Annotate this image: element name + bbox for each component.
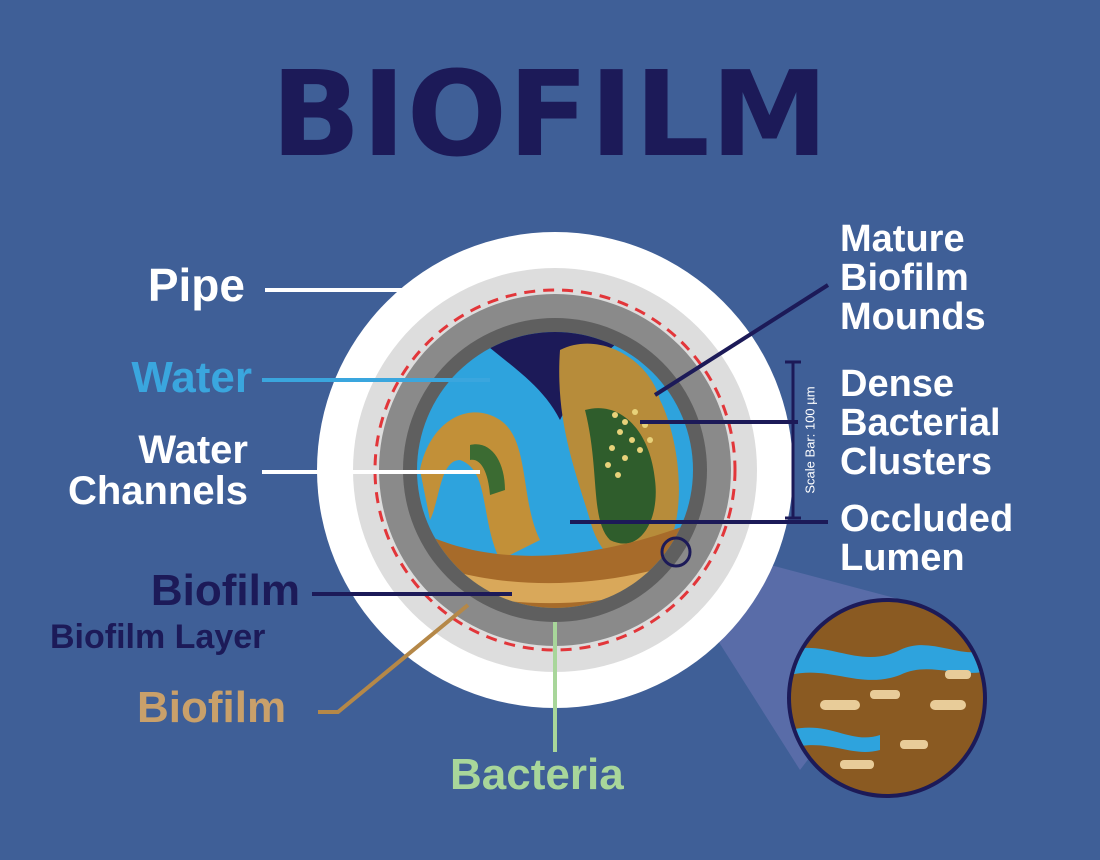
leader-biofilm-tan [318,603,470,714]
label-dense-line2: Bacterial [840,401,1001,444]
label-bacteria: Bacteria [450,750,624,799]
zoom-inset-contents [791,602,983,794]
zoom-indicator-circle [660,536,692,568]
label-occluded-lumen: Occluded Lumen [840,500,1013,578]
label-mature-line1: Mature [840,218,965,260]
label-water-channels-line2: Channels [67,468,248,513]
label-mature-biofilm-mounds: Mature Biofilm Mounds [840,220,986,336]
label-occluded-line1: Occluded [840,498,1014,540]
label-water: Water [131,353,252,402]
label-water-channels-line1: Water [138,428,248,472]
label-biofilm-navy: Biofilm [150,566,300,615]
label-mature-line3: Mounds [840,295,986,338]
label-dense-bacterial-clusters: Dense Bacterial Clusters [840,365,1001,481]
label-occluded-line2: Lumen [840,536,965,579]
arch-inner-green [470,444,505,495]
label-dense-line1: Dense [840,363,955,405]
dashed-boundary [373,288,737,652]
scale-bar-label: Scale Bar: 100 µm [802,386,818,494]
label-biofilm-layer: Biofilm Layer [50,618,266,656]
scale-bar [785,360,801,520]
dense-bacterial-dots [605,409,653,478]
label-pipe: Pipe [147,259,245,311]
label-dense-line3: Clusters [840,440,993,483]
label-water-channels: Water Channels [40,430,248,512]
label-mature-line2: Biofilm [840,256,969,299]
page-title: BIOFILM [270,45,830,183]
label-biofilm-tan: Biofilm [137,683,287,732]
leader-mature-mounds [653,283,830,397]
left-channel-arch [420,412,540,560]
